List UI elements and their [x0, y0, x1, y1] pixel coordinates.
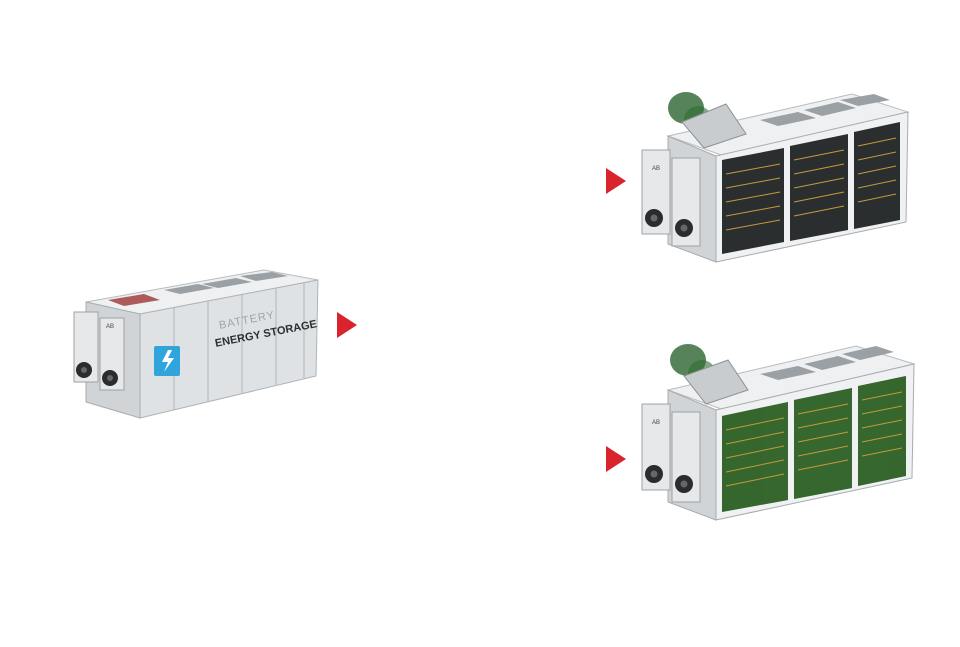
battery-container-open-smoke-partial: AB: [638, 84, 924, 270]
arrow-right-icon: [606, 168, 626, 194]
ac-unit-label: AB: [106, 324, 115, 330]
arrow-right-icon: [606, 446, 626, 472]
battery-container-open-smoke-full: AB: [638, 338, 928, 528]
ac-unit-label: AB: [652, 420, 661, 426]
battery-container-closed: BATTERY ENERGY STORAGE AB: [68, 266, 322, 426]
arrow-right-icon: [337, 312, 357, 338]
ac-unit-label: AB: [652, 166, 661, 172]
